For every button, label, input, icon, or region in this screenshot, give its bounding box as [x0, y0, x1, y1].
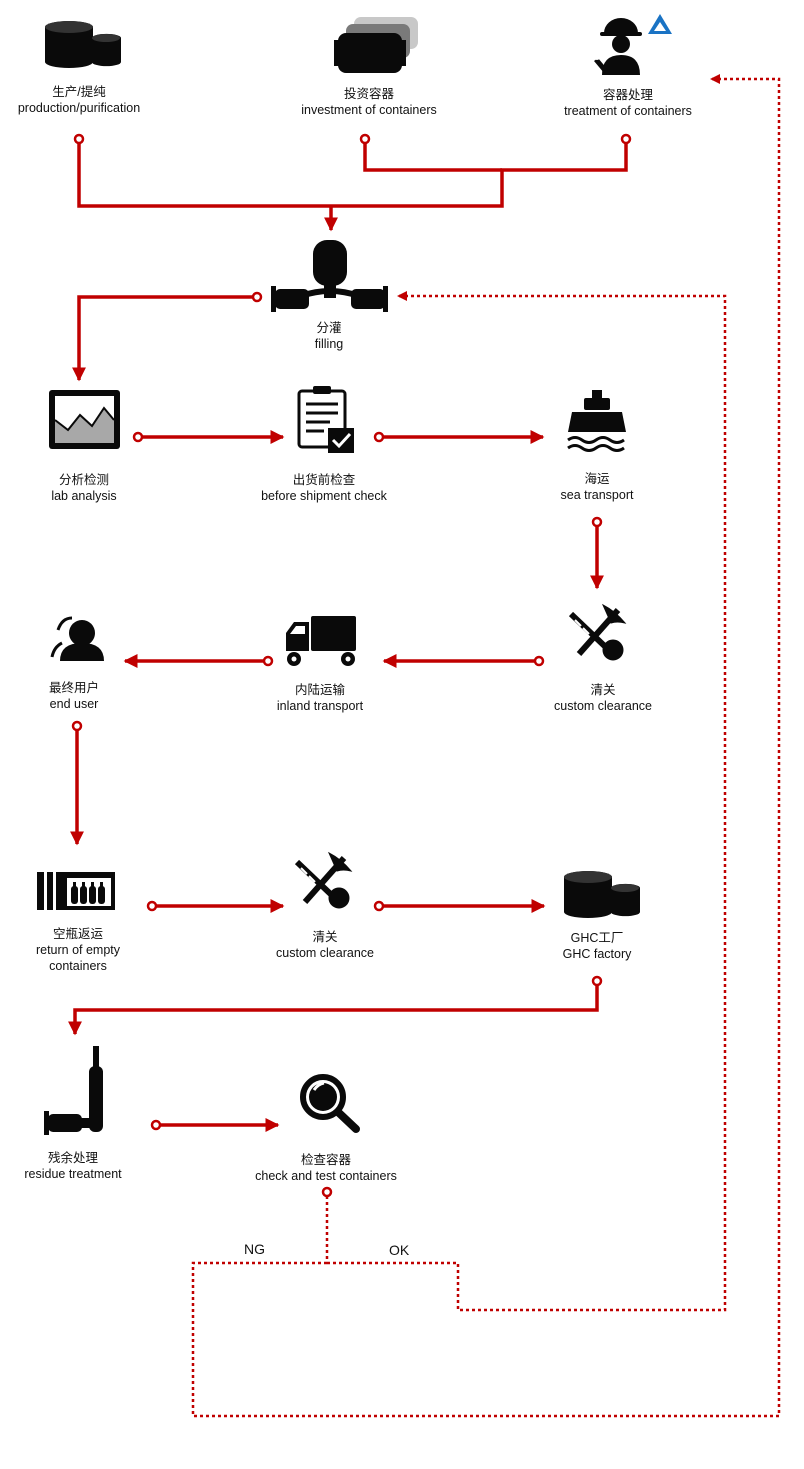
- connector-dot: [132, 431, 144, 443]
- node-label-en: investment of containers: [301, 103, 437, 117]
- connector-dot: [262, 655, 274, 667]
- clipboard-check-icon: [297, 386, 354, 453]
- dotted-connectors: [191, 74, 781, 1418]
- node-label-zh: 内陆运输: [294, 683, 345, 697]
- truck-icon: [286, 616, 356, 666]
- connector-dot: [146, 900, 158, 912]
- node-label-en: production/purification: [17, 101, 141, 115]
- ship-icon: [567, 390, 626, 452]
- customs-icon: [294, 851, 353, 909]
- magnifier-icon: [300, 1074, 360, 1133]
- node-filling: 分灌 filling: [289, 320, 369, 352]
- node-label-en: before shipment check: [261, 489, 387, 503]
- node-label-zh: 清关: [590, 683, 616, 697]
- node-label-zh: 容器处理: [602, 88, 653, 102]
- branch-label-ok: OK: [389, 1242, 410, 1258]
- node-label-en: end user: [49, 697, 99, 711]
- node-label-en: custom clearance: [554, 699, 652, 713]
- node-label-en: check and test containers: [255, 1169, 397, 1183]
- branch-label-ng: NG: [244, 1241, 265, 1257]
- node-return-empty: 空瓶返运 return of empty containers: [18, 926, 138, 974]
- connector-dot: [359, 133, 371, 145]
- node-label-zh: 清关: [312, 930, 338, 944]
- arrow-filling-to-lab: [72, 295, 253, 382]
- node-investment: 投资容器 investment of containers: [284, 86, 454, 118]
- dotted-ok-loop: [327, 291, 727, 1312]
- node-label-zh: 生产/提纯: [52, 85, 106, 99]
- node-label-en: GHC factory: [562, 947, 632, 961]
- node-custom-clearance-2: 清关 custom clearance: [260, 929, 390, 961]
- node-label-zh: 空瓶返运: [52, 927, 103, 941]
- container-bottles-icon: [37, 872, 115, 910]
- storage-tanks-icon: [564, 871, 640, 918]
- node-end-user: 最终用户 end user: [24, 680, 124, 712]
- storage-tanks-icon: [45, 21, 121, 68]
- container-stack-icon: [334, 17, 418, 73]
- customs-icon: [568, 603, 627, 661]
- monitor-chart-icon: [49, 390, 120, 449]
- node-label-en: sea transport: [560, 488, 634, 502]
- node-label-en: containers: [49, 959, 107, 973]
- connector-dot: [591, 975, 603, 987]
- node-label-en: return of empty: [35, 943, 121, 957]
- node-label-zh: 分析检测: [58, 473, 109, 487]
- node-label-en: treatment of containers: [564, 104, 692, 118]
- filling-manifold-icon: [271, 240, 388, 312]
- node-label-zh: 出货前检查: [292, 473, 356, 487]
- node-sea-transport: 海运 sea transport: [537, 471, 657, 503]
- node-production: 生产/提纯 production/purification: [4, 84, 154, 116]
- arrow-ghc-to-residue: [68, 985, 599, 1036]
- node-label-zh: 残余处理: [47, 1151, 98, 1165]
- node-label-en: lab analysis: [51, 489, 117, 503]
- connector-dot: [373, 431, 385, 443]
- connector-production-to-filling: [77, 143, 628, 208]
- connector-dots: [71, 133, 632, 1198]
- connector-dot: [251, 291, 263, 303]
- residue-equipment-icon: [44, 1046, 103, 1135]
- node-label-zh: 分灌: [316, 321, 342, 335]
- node-before-shipment-check: 出货前检查 before shipment check: [244, 472, 404, 504]
- node-inland-transport: 内陆运输 inland transport: [260, 682, 380, 714]
- triangle-logo-icon: [648, 14, 672, 34]
- connector-dot: [373, 900, 385, 912]
- connector-dot: [591, 516, 603, 528]
- node-label-en: filling: [314, 337, 344, 351]
- node-label-en: custom clearance: [276, 946, 374, 960]
- node-treatment: 容器处理 treatment of containers: [548, 87, 708, 119]
- node-label-en: residue treatment: [24, 1167, 122, 1181]
- connector-investment-branch: [363, 143, 502, 172]
- node-label-zh: 最终用户: [48, 681, 99, 695]
- node-ghc-factory: GHC工厂 GHC factory: [537, 930, 657, 962]
- node-check-test: 检查容器 check and test containers: [236, 1152, 416, 1184]
- node-label-zh: 检查容器: [300, 1153, 351, 1167]
- worker-icon: [594, 18, 642, 75]
- node-label-zh: 投资容器: [343, 87, 394, 101]
- solid-connectors: [68, 143, 628, 1132]
- node-label-zh: 海运: [584, 472, 610, 486]
- user-icon: [50, 616, 104, 661]
- connector-dot: [71, 720, 83, 732]
- node-label-en: inland transport: [276, 699, 364, 713]
- connector-dot: [73, 133, 85, 145]
- connector-dot: [321, 1186, 333, 1198]
- dotted-ng-loop: [191, 74, 781, 1418]
- connector-dot: [533, 655, 545, 667]
- connector-dot: [620, 133, 632, 145]
- node-lab-analysis: 分析检测 lab analysis: [24, 472, 144, 504]
- node-label-zh: GHC工厂: [570, 931, 624, 945]
- node-custom-clearance: 清关 custom clearance: [538, 682, 668, 714]
- connector-dot: [150, 1119, 162, 1131]
- node-residue-treatment: 残余处理 residue treatment: [8, 1150, 138, 1182]
